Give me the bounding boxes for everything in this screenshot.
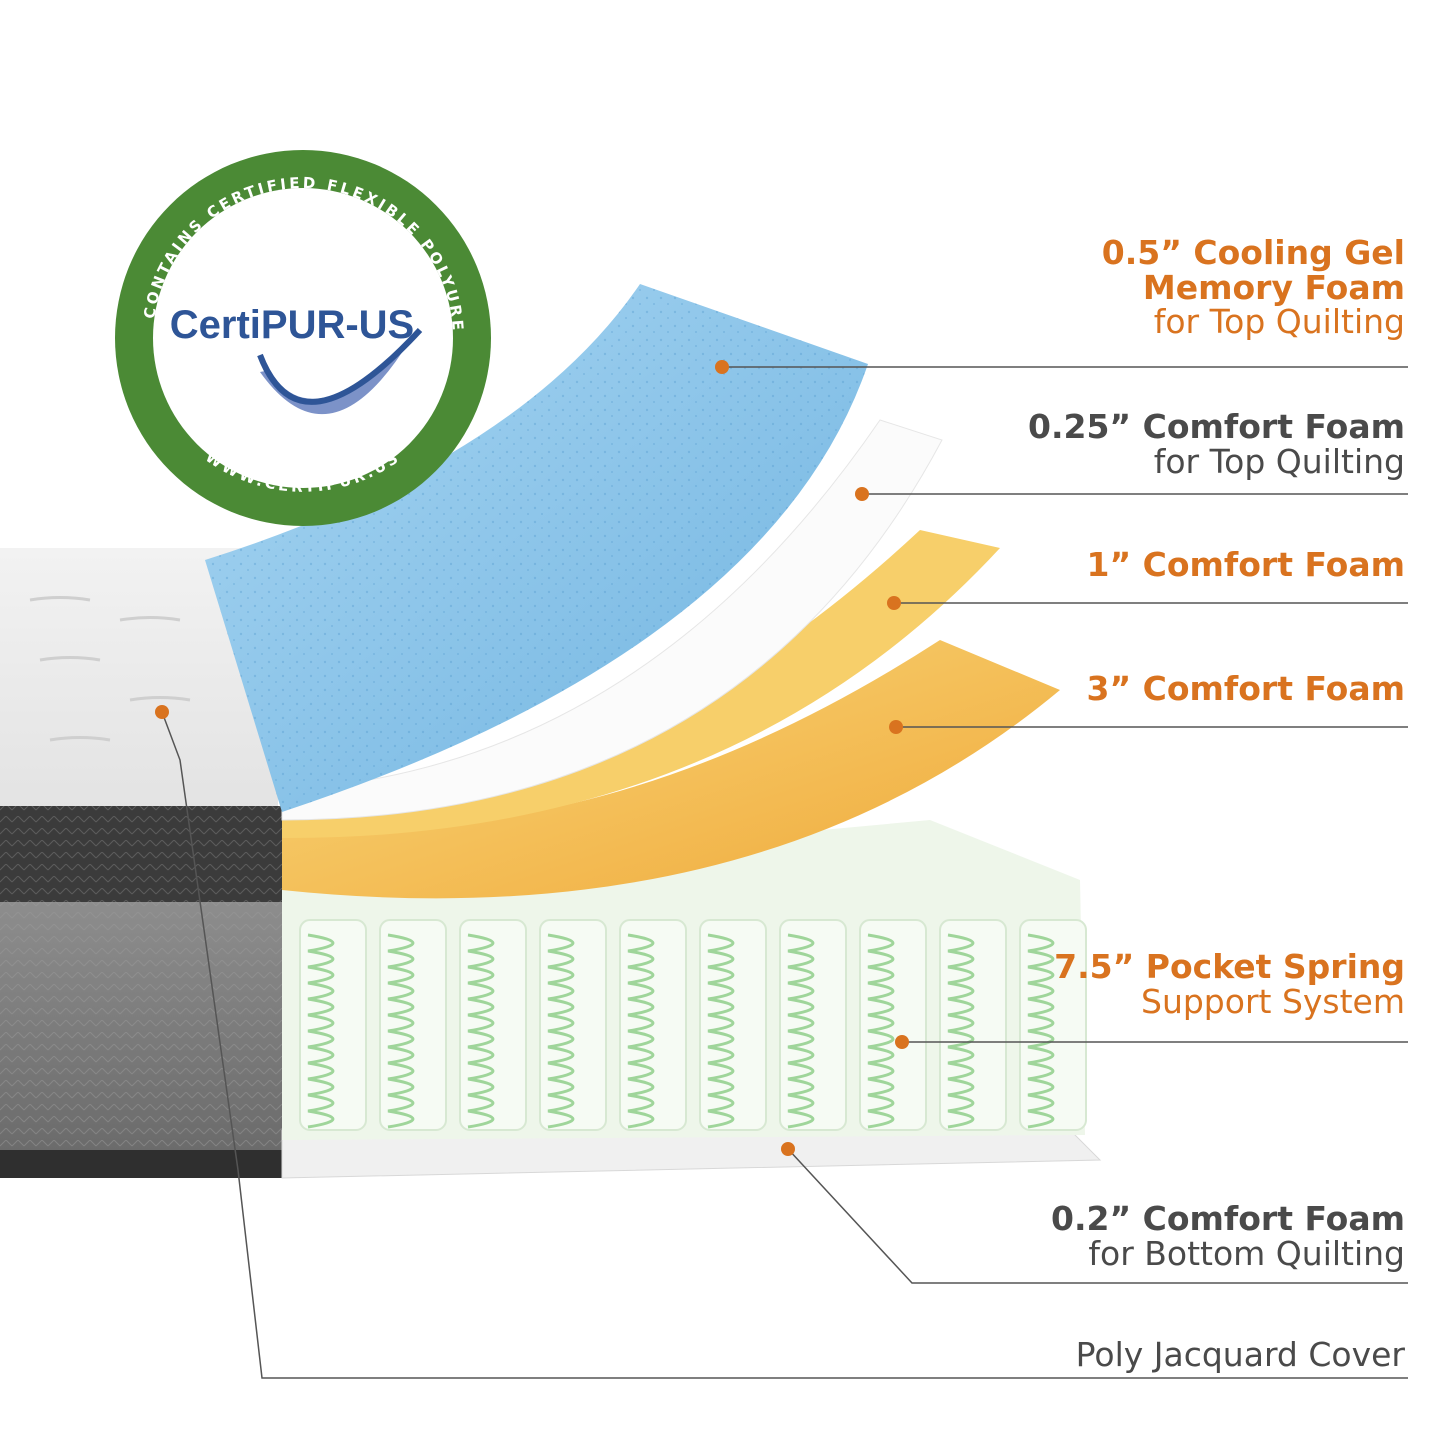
- spring-coil: [787, 933, 815, 1129]
- marker-dot: [781, 1142, 795, 1156]
- marker-dot: [855, 487, 869, 501]
- quilt-stitching: [29, 596, 191, 742]
- spring-coil: [707, 933, 735, 1129]
- spring-coil: [387, 933, 415, 1129]
- label-heading: 0.5” Cooling Gel: [1101, 233, 1405, 272]
- label-bottom-comfort-foam: 0.2” Comfort Foam for Bottom Quilting: [1050, 1199, 1405, 1273]
- spring-coil: [867, 933, 895, 1129]
- label-quarter-inch-comfort-foam: 0.25” Comfort Foam for Top Quilting: [1028, 407, 1405, 481]
- label-pocket-spring: 7.5” Pocket Spring Support System: [1054, 947, 1405, 1021]
- label-subtitle: Support System: [1141, 981, 1405, 1021]
- label-subtitle: for Top Quilting: [1153, 441, 1405, 481]
- marker-dot: [895, 1035, 909, 1049]
- marker-dot: [155, 705, 169, 719]
- marker-dot: [715, 360, 729, 374]
- quarter-inch-comfort-foam-layer: [281, 419, 943, 821]
- mattress-bottom-band: [0, 1150, 282, 1178]
- leader-lines: [161, 366, 1408, 1379]
- spring-coil: [467, 933, 495, 1129]
- label-three-inch-comfort-foam: 3” Comfort Foam: [1086, 669, 1405, 708]
- pocket-spring-block: [282, 820, 1087, 1140]
- spring-coil: [627, 933, 655, 1129]
- badge-logo-text: CertiPUR-US: [170, 303, 414, 347]
- spring-coil: [947, 933, 975, 1129]
- label-heading: 7.5” Pocket Spring: [1054, 947, 1405, 986]
- label-subtitle: Poly Jacquard Cover: [1075, 1335, 1405, 1374]
- spring-coil: [1027, 933, 1055, 1129]
- label-subtitle: for Bottom Quilting: [1088, 1233, 1405, 1273]
- label-one-inch-comfort-foam: 1” Comfort Foam: [1086, 545, 1405, 584]
- leader-dots: [155, 360, 909, 1156]
- marker-dot: [889, 720, 903, 734]
- spring-coil: [547, 933, 575, 1129]
- label-cooling-gel-memory-foam: 0.5” Cooling Gel Memory Foam for Top Qui…: [1101, 233, 1405, 342]
- marker-dot: [887, 596, 901, 610]
- spring-coil: [307, 933, 335, 1129]
- label-heading-line-2: Memory Foam: [1142, 267, 1405, 307]
- certipur-badge: CONTAINS CERTIFIED FLEXIBLE POLYURETHANE…: [0, 0, 491, 526]
- label-heading: 1” Comfort Foam: [1086, 545, 1405, 584]
- three-inch-comfort-foam-layer: [282, 640, 1060, 899]
- label-subtitle: for Top Quilting: [1153, 302, 1405, 342]
- label-poly-jacquard-cover: Poly Jacquard Cover: [1075, 1335, 1405, 1374]
- label-heading: 3” Comfort Foam: [1086, 669, 1405, 708]
- label-heading: 0.2” Comfort Foam: [1050, 1199, 1405, 1238]
- label-heading: 0.25” Comfort Foam: [1028, 407, 1405, 446]
